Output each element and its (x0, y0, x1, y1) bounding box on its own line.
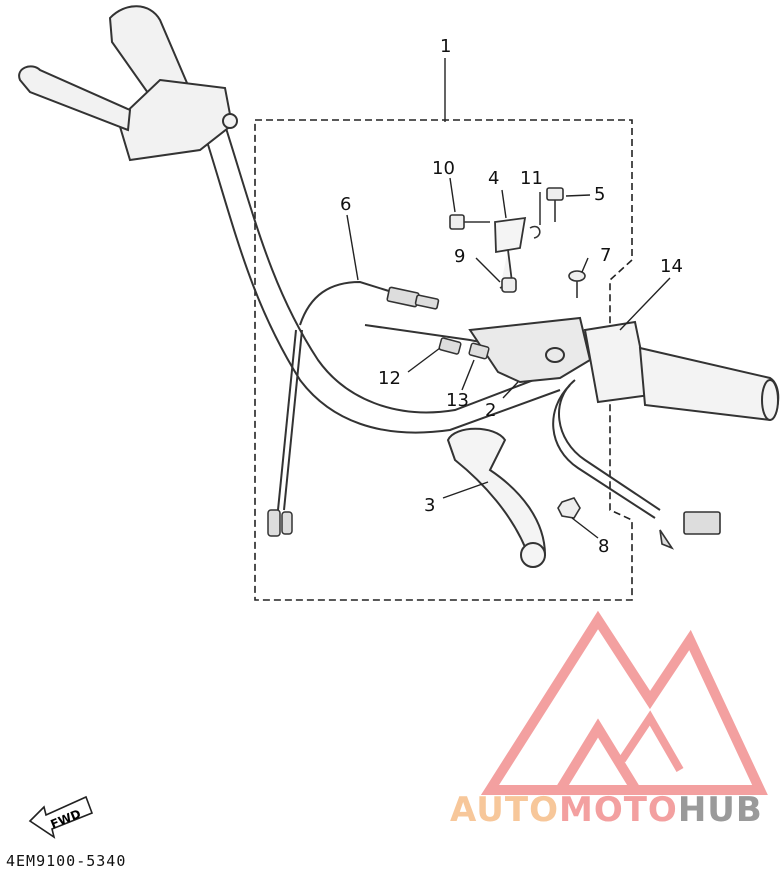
bolt-5 (546, 187, 564, 222)
diagram-part-code: 4EM9100-5340 (6, 852, 127, 870)
clip-11 (529, 225, 541, 239)
assembly-boundary (254, 119, 633, 601)
watermark-text: AUTOMOTOHUB (450, 790, 763, 830)
callout-1: 1 (440, 36, 451, 57)
automotohub-logo-mark (480, 610, 768, 795)
left-lever (18, 65, 132, 132)
nut-8 (557, 497, 581, 519)
callout-6: 6 (340, 194, 351, 215)
left-grip (108, 5, 238, 162)
watermark-hub: HUB (677, 790, 763, 830)
callout-7: 7 (600, 245, 611, 266)
callout-8: 8 (598, 536, 609, 557)
callout-2: 2 (485, 400, 496, 421)
fwd-arrow-icon: FWD (28, 795, 94, 839)
callout-9: 9 (454, 246, 465, 267)
callout-14: 14 (660, 256, 683, 277)
forward-arrow-badge: FWD (26, 793, 96, 843)
watermark-moto: MOTO (558, 790, 678, 830)
collar-9 (501, 277, 517, 293)
callout-4: 4 (488, 168, 499, 189)
cable-connector (386, 286, 440, 310)
bolt-10 (449, 214, 490, 230)
callout-13: 13 (446, 390, 469, 411)
clutch-switch-cable (277, 280, 393, 511)
handlebar-tube (204, 124, 561, 434)
throttle-cable (552, 379, 661, 519)
callout-10: 10 (432, 158, 455, 179)
throttle-grip (583, 320, 780, 422)
callout-12: 12 (378, 368, 401, 389)
callout-3: 3 (424, 495, 435, 516)
screw-7 (568, 270, 586, 298)
callout-11: 11 (520, 168, 543, 189)
watermark-auto: AUTO (450, 790, 559, 830)
switch-13 (468, 342, 490, 360)
wire-terminals (267, 509, 293, 537)
lever-holder (468, 316, 592, 384)
cable-end-connector (659, 511, 721, 550)
switch-12 (438, 337, 462, 355)
brake-lever (446, 427, 547, 568)
leader-lines (346, 58, 671, 539)
callout-5: 5 (594, 184, 605, 205)
